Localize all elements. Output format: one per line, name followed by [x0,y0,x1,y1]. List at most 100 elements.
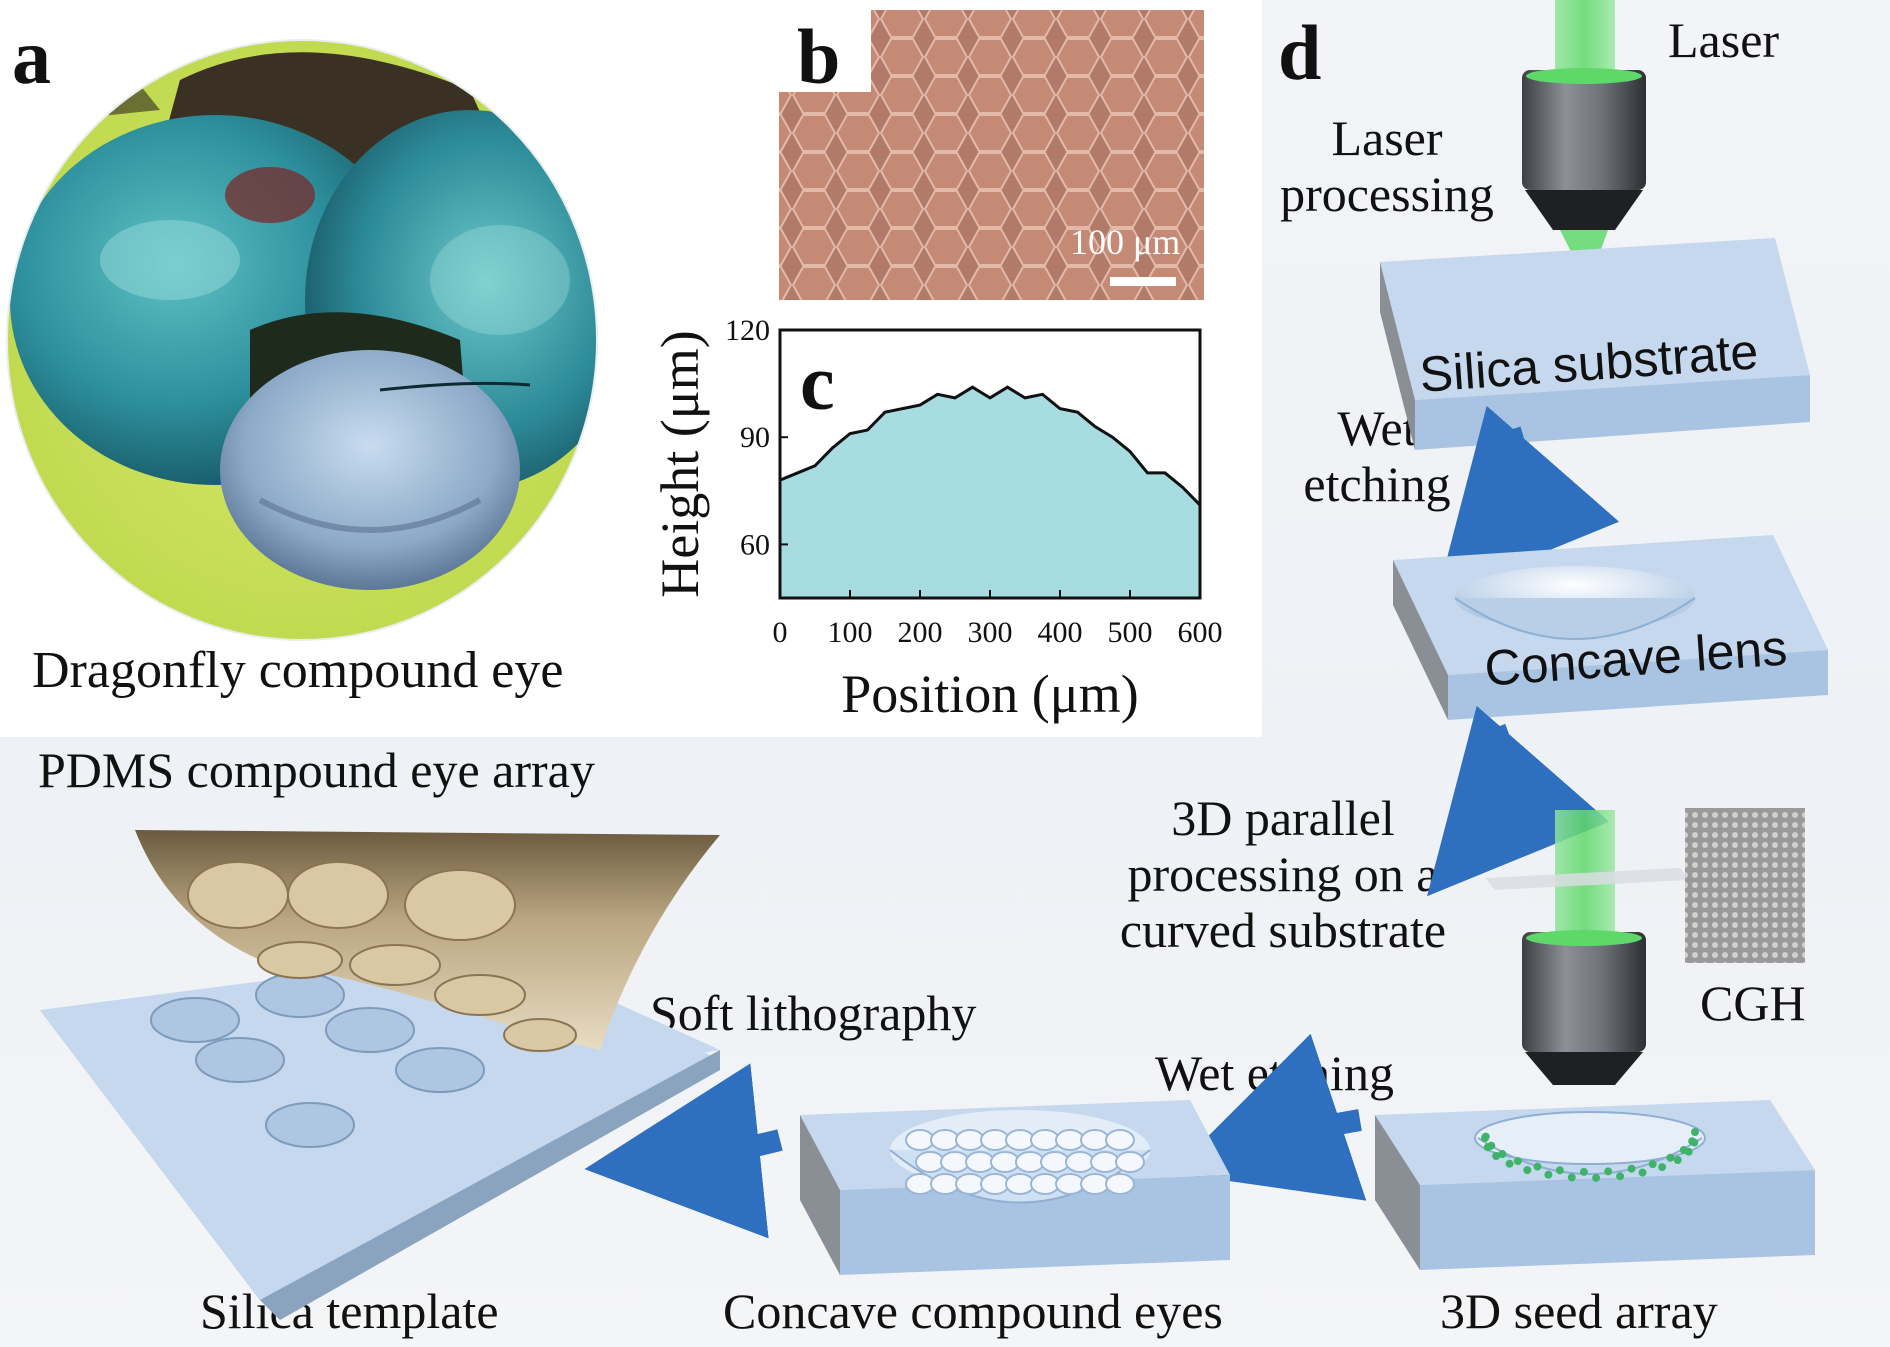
silica-template-label: Silica template [200,1283,499,1339]
lenslet [1015,1151,1045,1173]
y-tick-label: 60 [740,528,770,561]
concave-lens-substrate [1393,535,1828,720]
panel-c-letter: c [800,339,835,426]
lenslet [1055,1129,1085,1151]
seed-dot [1684,1147,1693,1156]
concave-compound-label: Concave compound eyes [723,1283,1223,1339]
template-well [195,1037,285,1083]
objective-lens-2 [1522,930,1646,1085]
x-tick-label: 100 [828,616,873,649]
y-tick-label: 120 [725,314,770,347]
compound-eye-lenslets [905,1129,1145,1195]
process-arrow-3 [1171,1033,1367,1201]
x-tick-label: 600 [1178,616,1223,649]
pdms-label: PDMS compound eye array [38,742,595,798]
wet-etching-line-1: Wet [1337,400,1417,456]
template-well [325,1007,415,1053]
laser-beam-1 [1555,0,1615,78]
seed-dot [1498,1150,1507,1158]
pdms-lenslet [404,869,516,941]
template-well [255,972,345,1018]
seed-dot [1673,1156,1682,1164]
lenslet [980,1129,1010,1151]
lenslet [905,1173,935,1195]
process-arrow-4 [584,1063,783,1239]
wet-etching-label-1: Wet etching [1282,400,1472,512]
lenslet [1005,1173,1035,1195]
cgh-hologram [1685,808,1805,963]
x-tick-label: 300 [968,616,1013,649]
seed-dot [1533,1162,1542,1171]
wet-etching-line-2: etching [1303,456,1451,512]
lenslet [905,1129,935,1151]
lenslet [940,1151,970,1173]
seed-dot [1505,1159,1514,1168]
x-tick-label: 200 [898,616,943,649]
lenslet [1030,1129,1060,1151]
laser-label: Laser [1668,12,1780,68]
seed-dot [1523,1166,1532,1175]
silica-template [40,950,720,1320]
seed-dot [1492,1152,1501,1160]
lenslet [1005,1129,1035,1151]
lenslet [930,1173,960,1195]
laser-processing-label: Laser processing [1262,110,1512,222]
objective-lens-1 [1522,68,1646,230]
seed-dot [1487,1141,1496,1150]
y-axis-label: Height (μm) [650,330,710,597]
lenslet [1030,1173,1060,1195]
lenslet [965,1151,995,1173]
seed-dot [1690,1138,1699,1147]
pdms-lenslets [187,861,577,1052]
seed-dot [1666,1153,1675,1162]
x-tick-label: 500 [1108,616,1153,649]
y-tick-label: 90 [740,421,770,454]
seed-dot [1648,1160,1657,1169]
seed-dots [1481,1128,1699,1182]
slm-plane [1485,868,1690,890]
x-tick-label: 0 [773,616,788,649]
soft-lithography-label: Soft lithography [650,985,977,1041]
laser-processing-line-1: Laser [1331,110,1443,166]
seed-dot [1638,1168,1647,1177]
lenslet [990,1151,1020,1173]
laser-processing-line-2: processing [1280,166,1494,222]
lenslet [915,1151,945,1173]
x-axis-label: Position (μm) [841,664,1138,724]
lenslet [1105,1129,1135,1151]
template-well [265,1102,355,1148]
lenslet [1040,1151,1070,1173]
seed-dot [1592,1173,1601,1182]
lenslet [980,1173,1010,1195]
seed-dot [1627,1164,1636,1173]
lenslet [930,1129,960,1151]
parallel-processing-line-3: curved substrate [1119,902,1447,958]
lenslet [1105,1173,1135,1195]
panel-b-letter: b [797,13,841,100]
process-arrow-2 [1427,705,1610,897]
pdms-lenslet [503,1018,577,1052]
panel-a-letter: a [12,13,51,100]
template-well [150,997,240,1043]
profile-area [780,387,1200,598]
profile-line [779,385,1202,507]
seed-dot [1604,1167,1613,1176]
parallel-processing-label: 3D parallel processing on a curved subst… [1088,790,1478,958]
scale-bar-label: 100 μm [1070,222,1181,262]
seed-dot [1579,1167,1588,1176]
seed-dot [1481,1132,1490,1141]
pdms-lenslet [187,861,289,929]
seed-dot [1691,1128,1699,1136]
parallel-processing-line-2: processing on a [1127,846,1439,902]
process-arrow-1 [1437,405,1620,597]
lenslet [1080,1173,1110,1195]
lenslet [1055,1173,1085,1195]
dragonfly-caption: Dragonfly compound eye [32,642,564,699]
seed-array-label: 3D seed array [1440,1283,1718,1339]
x-tick-label: 400 [1038,616,1083,649]
seed-dot [1513,1157,1522,1166]
parallel-processing-line-1: 3D parallel [1171,790,1395,846]
seed-array-substrate [1375,1100,1815,1270]
